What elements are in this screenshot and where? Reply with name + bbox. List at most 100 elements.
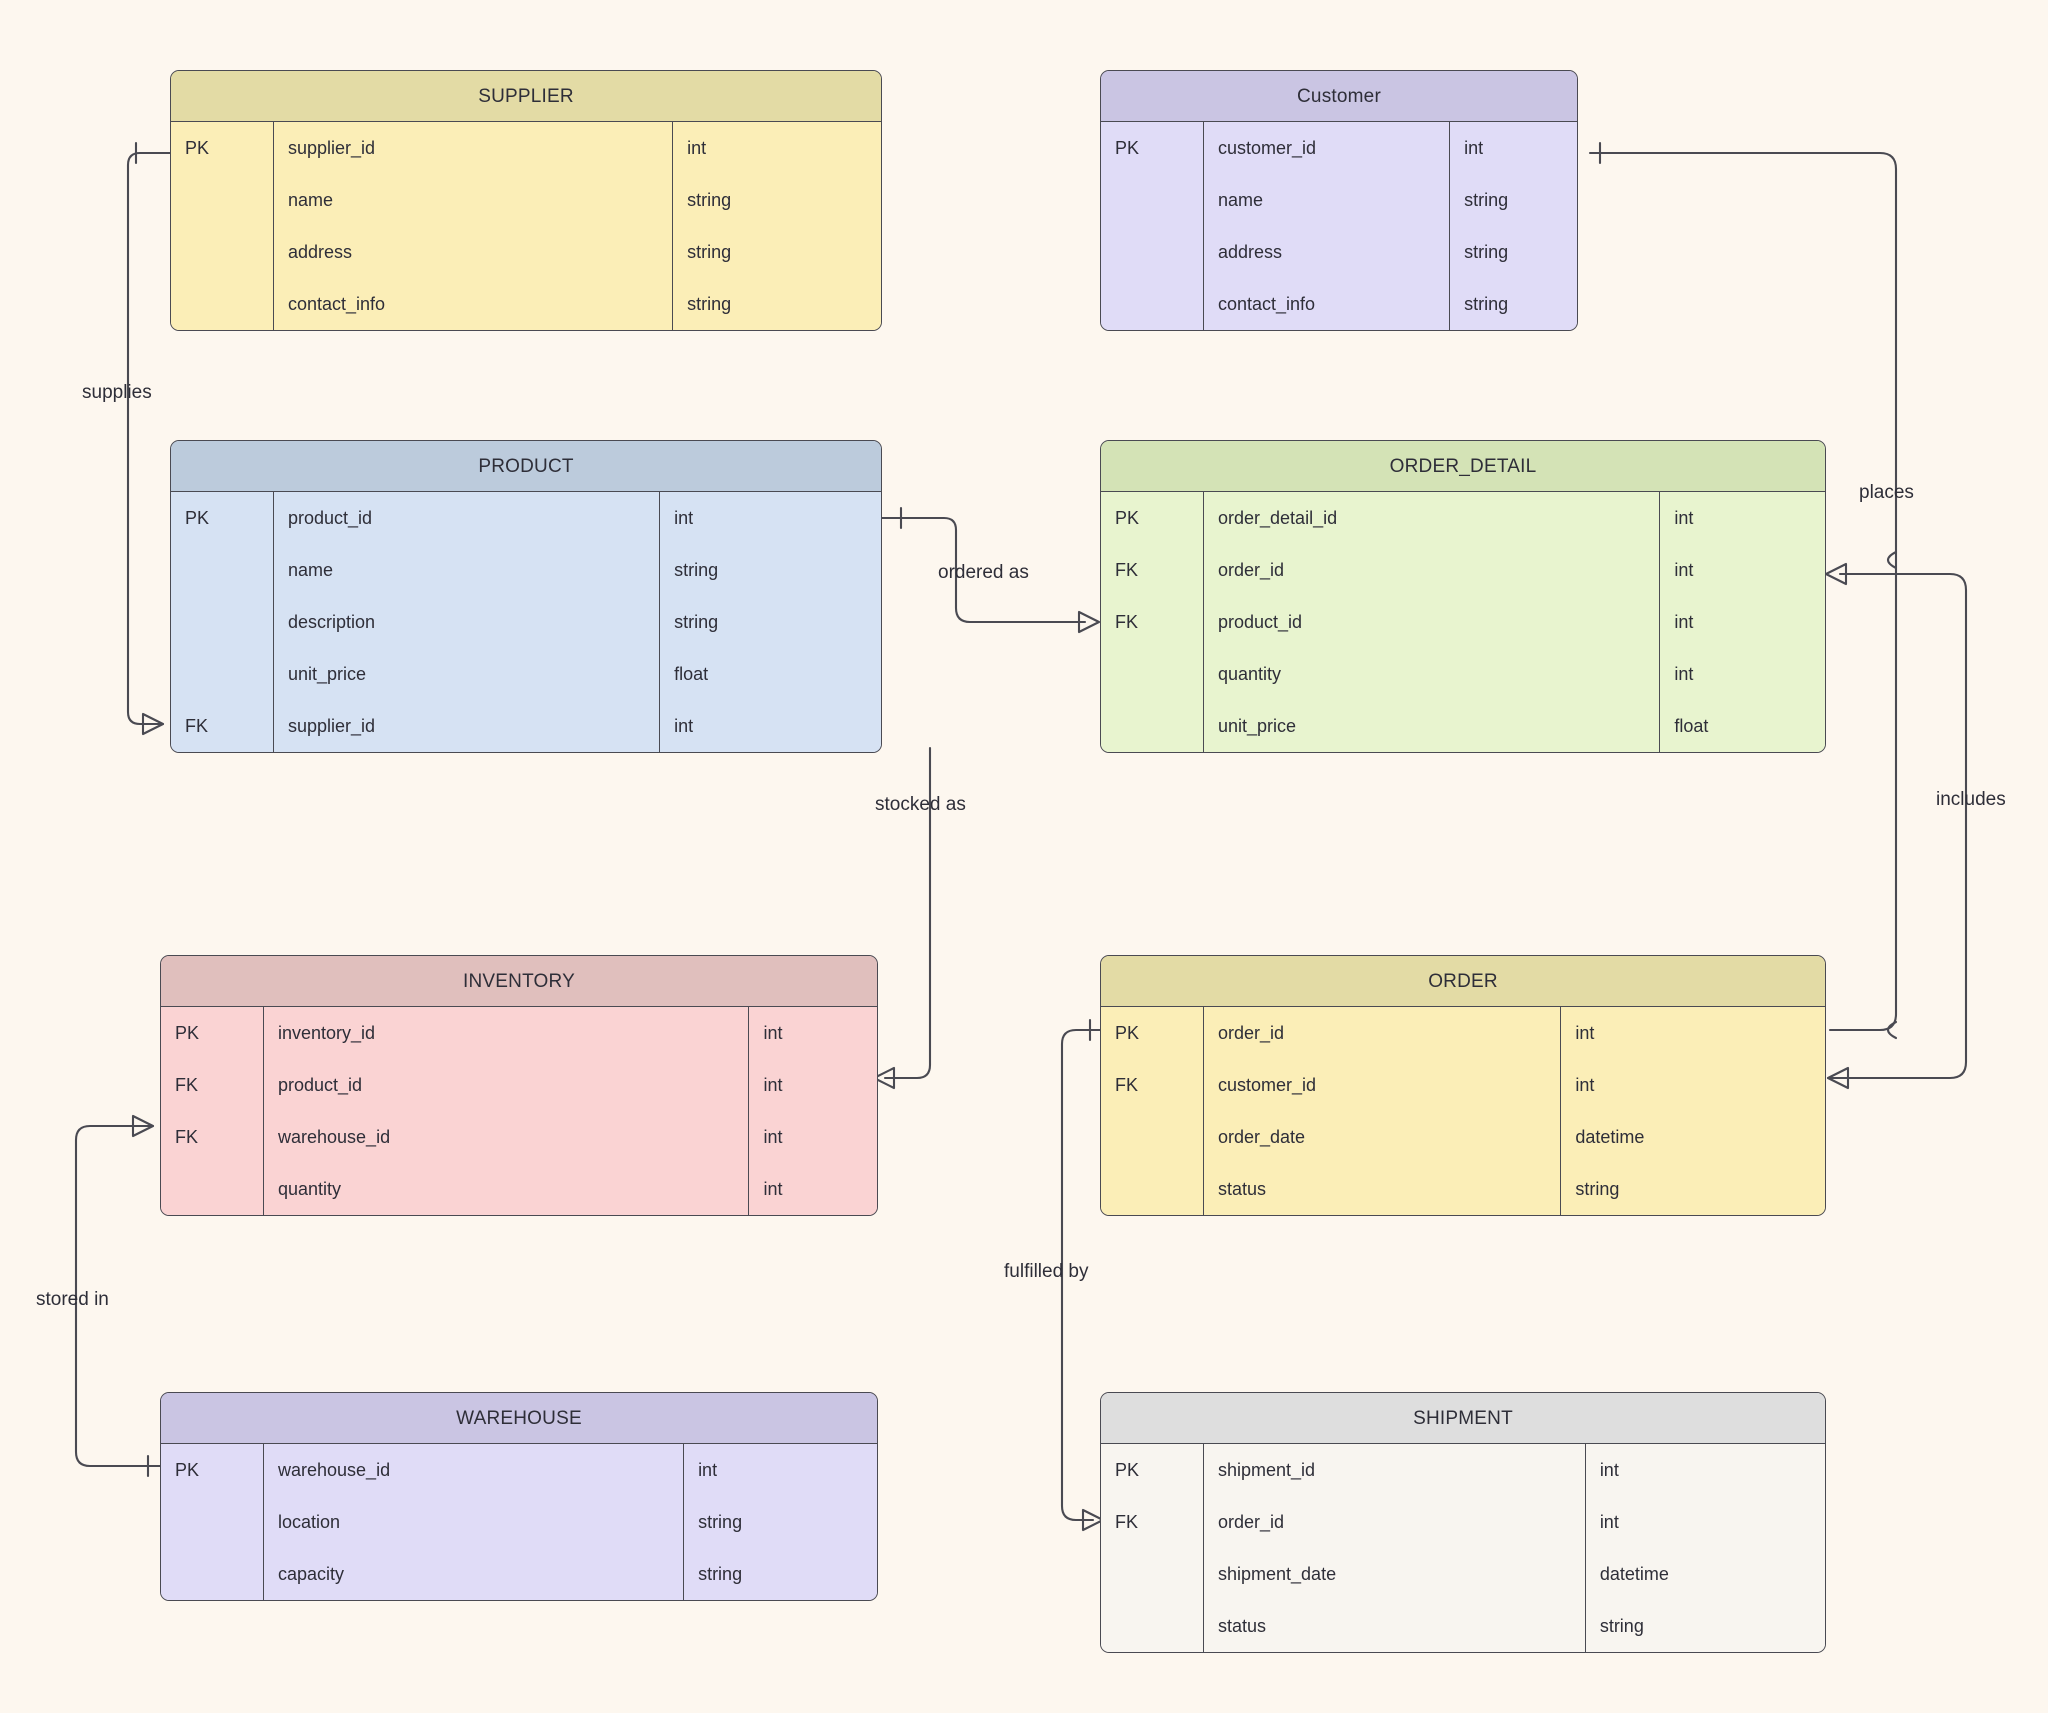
attr-key: FK <box>1115 612 1139 632</box>
attr-key <box>161 1496 264 1548</box>
table-row: PK customer_id int <box>1101 122 1577 174</box>
table-row: contact_info string <box>171 278 881 330</box>
entity-attributes-inventory: PK inventory_id int FK product_id int FK… <box>161 1007 877 1215</box>
table-row: capacity string <box>161 1548 877 1600</box>
attr-key <box>1101 1600 1204 1652</box>
entity-attributes-warehouse: PK warehouse_id int location string capa… <box>161 1444 877 1600</box>
attr-name: name <box>272 544 660 596</box>
attr-name: product_id <box>1202 596 1660 648</box>
attr-type: int <box>1584 1444 1825 1496</box>
table-row: PK order_detail_id int <box>1101 492 1825 544</box>
table-row: contact_info string <box>1101 278 1577 330</box>
attr-key <box>1101 700 1204 752</box>
entity-order[interactable]: ORDER PK order_id int FK customer_id int… <box>1100 955 1826 1216</box>
table-row: address string <box>171 226 881 278</box>
entity-title-order-detail: ORDER_DETAIL <box>1101 441 1825 492</box>
table-row: FK order_id int <box>1101 544 1825 596</box>
attr-key: FK <box>185 716 209 736</box>
attr-type: int <box>659 700 881 752</box>
attr-type: string <box>683 1496 877 1548</box>
table-row: PK inventory_id int <box>161 1007 877 1059</box>
crowsfoot-includes-order <box>1826 1066 1850 1090</box>
entity-inventory[interactable]: INVENTORY PK inventory_id int FK product… <box>160 955 878 1216</box>
attr-name: order_id <box>1202 1007 1561 1059</box>
attr-name: order_id <box>1202 544 1660 596</box>
table-row: status string <box>1101 1163 1825 1215</box>
attr-name: warehouse_id <box>262 1111 749 1163</box>
attr-type: datetime <box>1584 1548 1825 1600</box>
attr-key: PK <box>175 1023 200 1043</box>
entity-attributes-customer: PK customer_id int name string address s… <box>1101 122 1577 330</box>
attr-name: shipment_date <box>1203 1548 1586 1600</box>
attr-name: order_detail_id <box>1202 492 1660 544</box>
table-row: name string <box>171 544 881 596</box>
attr-type: int <box>748 1007 877 1059</box>
attr-type: string <box>659 596 881 648</box>
table-row: description string <box>171 596 881 648</box>
attr-key: FK <box>1115 1512 1139 1532</box>
attr-key: FK <box>1115 1075 1139 1095</box>
relationship-label-stocked-as: stocked as <box>875 794 966 815</box>
relationship-label-places: places <box>1859 482 1914 503</box>
attr-type: int <box>1560 1059 1825 1111</box>
attr-type: int <box>683 1444 877 1496</box>
attr-name: contact_info <box>1202 278 1450 330</box>
attr-name: customer_id <box>1202 1059 1561 1111</box>
table-row: FK warehouse_id int <box>161 1111 877 1163</box>
attr-key <box>161 1548 264 1600</box>
relationship-label-stored-in: stored in <box>36 1289 109 1310</box>
attr-key <box>1101 226 1204 278</box>
attr-key <box>1101 278 1204 330</box>
relationship-label-fulfilled-by: fulfilled by <box>1004 1261 1089 1282</box>
attr-type: datetime <box>1560 1111 1825 1163</box>
attr-key: PK <box>1115 1460 1140 1480</box>
entity-customer[interactable]: Customer PK customer_id int name string … <box>1100 70 1578 331</box>
entity-order-detail[interactable]: ORDER_DETAIL PK order_detail_id int FK o… <box>1100 440 1826 753</box>
attr-key: PK <box>175 1460 200 1480</box>
table-row: PK supplier_id int <box>171 122 881 174</box>
entity-warehouse[interactable]: WAREHOUSE PK warehouse_id int location s… <box>160 1392 878 1601</box>
attr-type: string <box>683 1548 877 1600</box>
table-row: unit_price float <box>171 648 881 700</box>
entity-title-product: PRODUCT <box>171 441 881 492</box>
crowsfoot-supplies <box>141 712 165 736</box>
table-row: status string <box>1101 1600 1825 1652</box>
attr-name: unit_price <box>1202 700 1660 752</box>
table-row: shipment_date datetime <box>1101 1548 1825 1600</box>
table-row: FK order_id int <box>1101 1496 1825 1548</box>
entity-title-customer: Customer <box>1101 71 1577 122</box>
attr-name: warehouse_id <box>262 1444 684 1496</box>
attr-key: PK <box>185 508 210 528</box>
attr-key <box>1101 174 1204 226</box>
attr-type: float <box>1659 700 1825 752</box>
entity-attributes-order: PK order_id int FK customer_id int order… <box>1101 1007 1825 1215</box>
table-row: quantity int <box>161 1163 877 1215</box>
attr-type: int <box>1659 596 1825 648</box>
attr-name: name <box>272 174 673 226</box>
entity-product[interactable]: PRODUCT PK product_id int name string de… <box>170 440 882 753</box>
relationship-label-includes: includes <box>1936 789 2006 810</box>
jump-places-1 <box>1886 550 1898 570</box>
attr-type: int <box>748 1111 877 1163</box>
entity-title-supplier: SUPPLIER <box>171 71 881 122</box>
entity-title-order: ORDER <box>1101 956 1825 1007</box>
attr-type: int <box>1659 648 1825 700</box>
attr-key <box>171 226 274 278</box>
relationship-label-supplies: supplies <box>82 382 152 403</box>
attr-key <box>171 544 274 596</box>
attr-type: int <box>1449 122 1577 174</box>
table-row: PK order_id int <box>1101 1007 1825 1059</box>
attr-type: float <box>659 648 881 700</box>
attr-name: shipment_id <box>1203 1444 1586 1496</box>
attr-type: string <box>672 226 881 278</box>
crowsfoot-ordered-as <box>1077 610 1101 634</box>
attr-type: int <box>1659 492 1825 544</box>
attr-name: customer_id <box>1202 122 1450 174</box>
table-row: address string <box>1101 226 1577 278</box>
entity-supplier[interactable]: SUPPLIER PK supplier_id int name string … <box>170 70 882 331</box>
attr-name: inventory_id <box>262 1007 749 1059</box>
entity-title-warehouse: WAREHOUSE <box>161 1393 877 1444</box>
entity-shipment[interactable]: SHIPMENT PK shipment_id int FK order_id … <box>1100 1392 1826 1653</box>
entity-title-shipment: SHIPMENT <box>1101 1393 1825 1444</box>
